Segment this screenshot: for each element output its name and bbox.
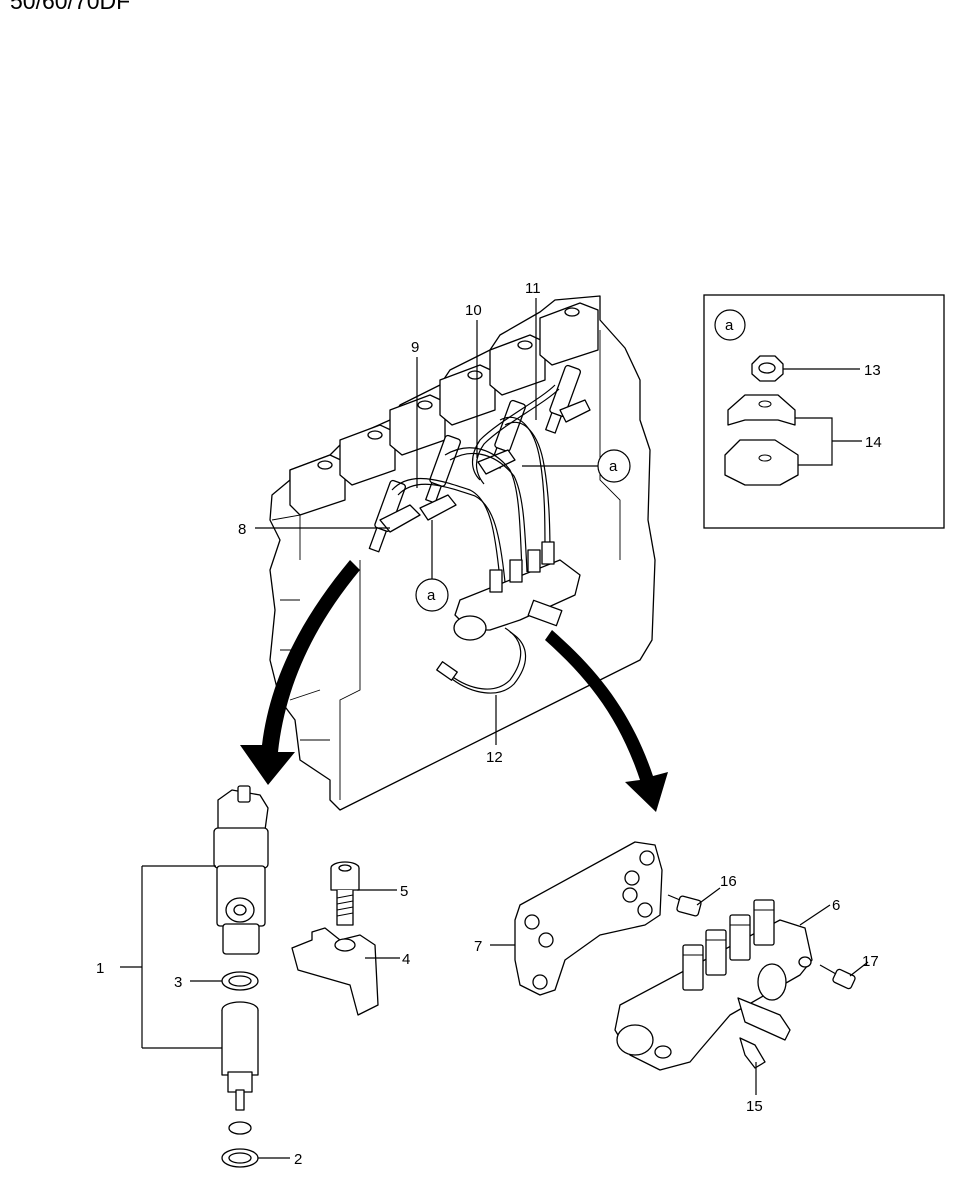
injector-assembly [213,785,269,1168]
callout-2: 2 [294,1151,302,1168]
installed-fuel-pump [436,541,581,694]
detail-inset-a [703,294,945,529]
callout-labels: 1 2 3 4 5 6 7 8 9 10 11 12 13 14 15 16 1… [96,280,882,1168]
callout-9: 9 [411,339,419,356]
callout-3: 3 [174,974,182,991]
callout-16: 16 [720,873,737,890]
leader-lines [120,298,869,1159]
pump-bracket-7 [514,841,663,996]
callout-15: 15 [746,1098,763,1115]
clamp-bolt-5 [330,861,360,926]
callout-11: 11 [525,280,541,297]
fuel-pump-6 [614,899,813,1071]
callout-7: 7 [474,938,482,955]
delivery-valves [682,899,775,991]
fitting-16 [667,894,702,917]
fuel-pipes [391,384,560,583]
callout-4: 4 [402,951,410,968]
callout-10: 10 [465,302,482,319]
detail-ref-a-lower: a [427,587,436,604]
installed-injectors [368,364,591,553]
callout-17: 17 [862,953,879,970]
detail-ref-a-upper: a [609,458,618,475]
sensor-17 [819,964,856,990]
callout-14: 14 [865,434,882,451]
callout-12: 12 [486,749,503,766]
cylinder-heads [289,302,599,516]
callout-1: 1 [96,960,104,977]
callout-13: 13 [864,362,881,379]
callout-6: 6 [832,897,840,914]
exploded-view-arrows [240,560,668,812]
callout-5: 5 [400,883,408,900]
injector-clamp-4 [291,927,379,1016]
detail-ref-a-inset: a [725,317,734,334]
engine-block [269,295,656,811]
page-header-model: 50/60/70DF [10,0,131,14]
o-ring [228,1121,252,1135]
callout-8: 8 [238,521,246,538]
